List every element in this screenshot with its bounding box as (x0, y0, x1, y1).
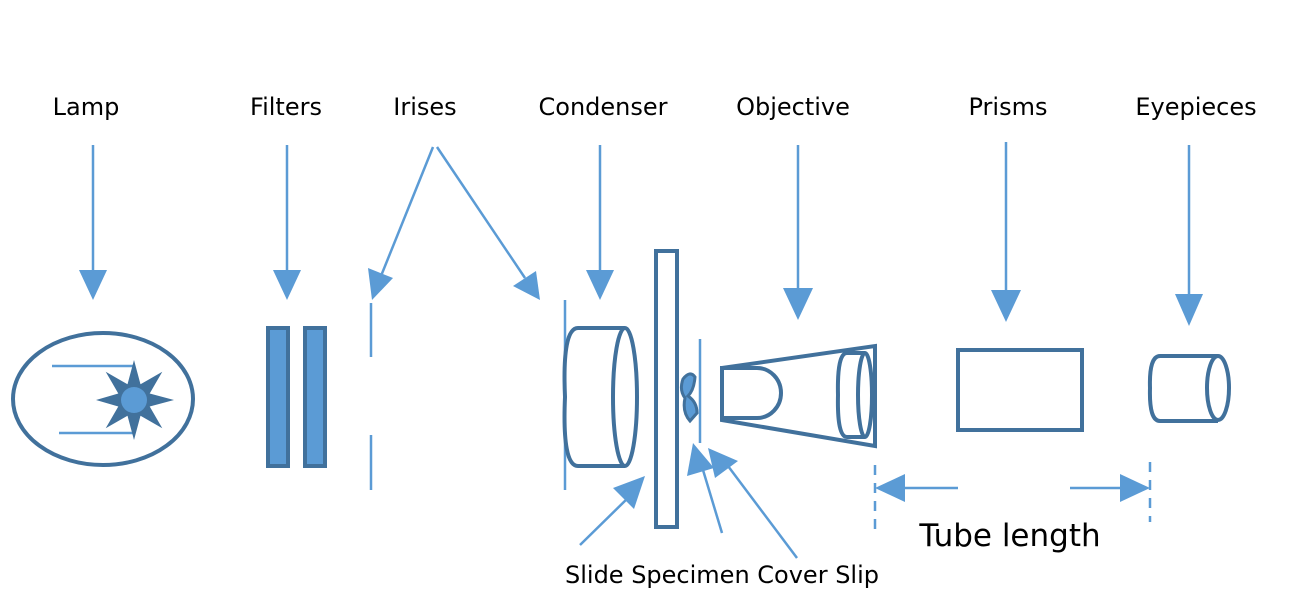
prism-icon (956, 348, 1084, 432)
label-slide-specimen-cover-slip: Slide Specimen Cover Slip (565, 561, 879, 589)
label-condenser: Condenser (539, 93, 668, 121)
specimen-icon (679, 372, 699, 424)
label-lamp: Lamp (53, 93, 120, 121)
label-filters: Filters (250, 93, 322, 121)
arrow-objective (783, 145, 813, 320)
label-tube-length: Tube length (918, 518, 1100, 554)
condenser-icon (562, 326, 639, 468)
filters-icon (266, 326, 327, 468)
objective-icon (720, 343, 877, 449)
label-irises: Irises (393, 93, 456, 121)
arrow-eyepieces (1175, 145, 1203, 326)
arrow-irises (368, 146, 540, 300)
label-prisms: Prisms (969, 93, 1048, 121)
arrow-specimen (687, 443, 724, 534)
lamp-icon (11, 331, 195, 467)
arrow-prisms (991, 142, 1021, 322)
arrow-cover-slip (708, 448, 798, 559)
label-eyepieces: Eyepieces (1135, 93, 1256, 121)
label-objective: Objective (736, 93, 850, 121)
arrow-condenser (586, 145, 614, 300)
arrow-lamp (79, 145, 107, 300)
arrow-filters (273, 145, 301, 300)
arrow-slide (579, 476, 645, 546)
slide-icon (654, 249, 679, 529)
eyepiece-icon (1147, 354, 1231, 423)
tube-length-marker (873, 462, 1152, 530)
